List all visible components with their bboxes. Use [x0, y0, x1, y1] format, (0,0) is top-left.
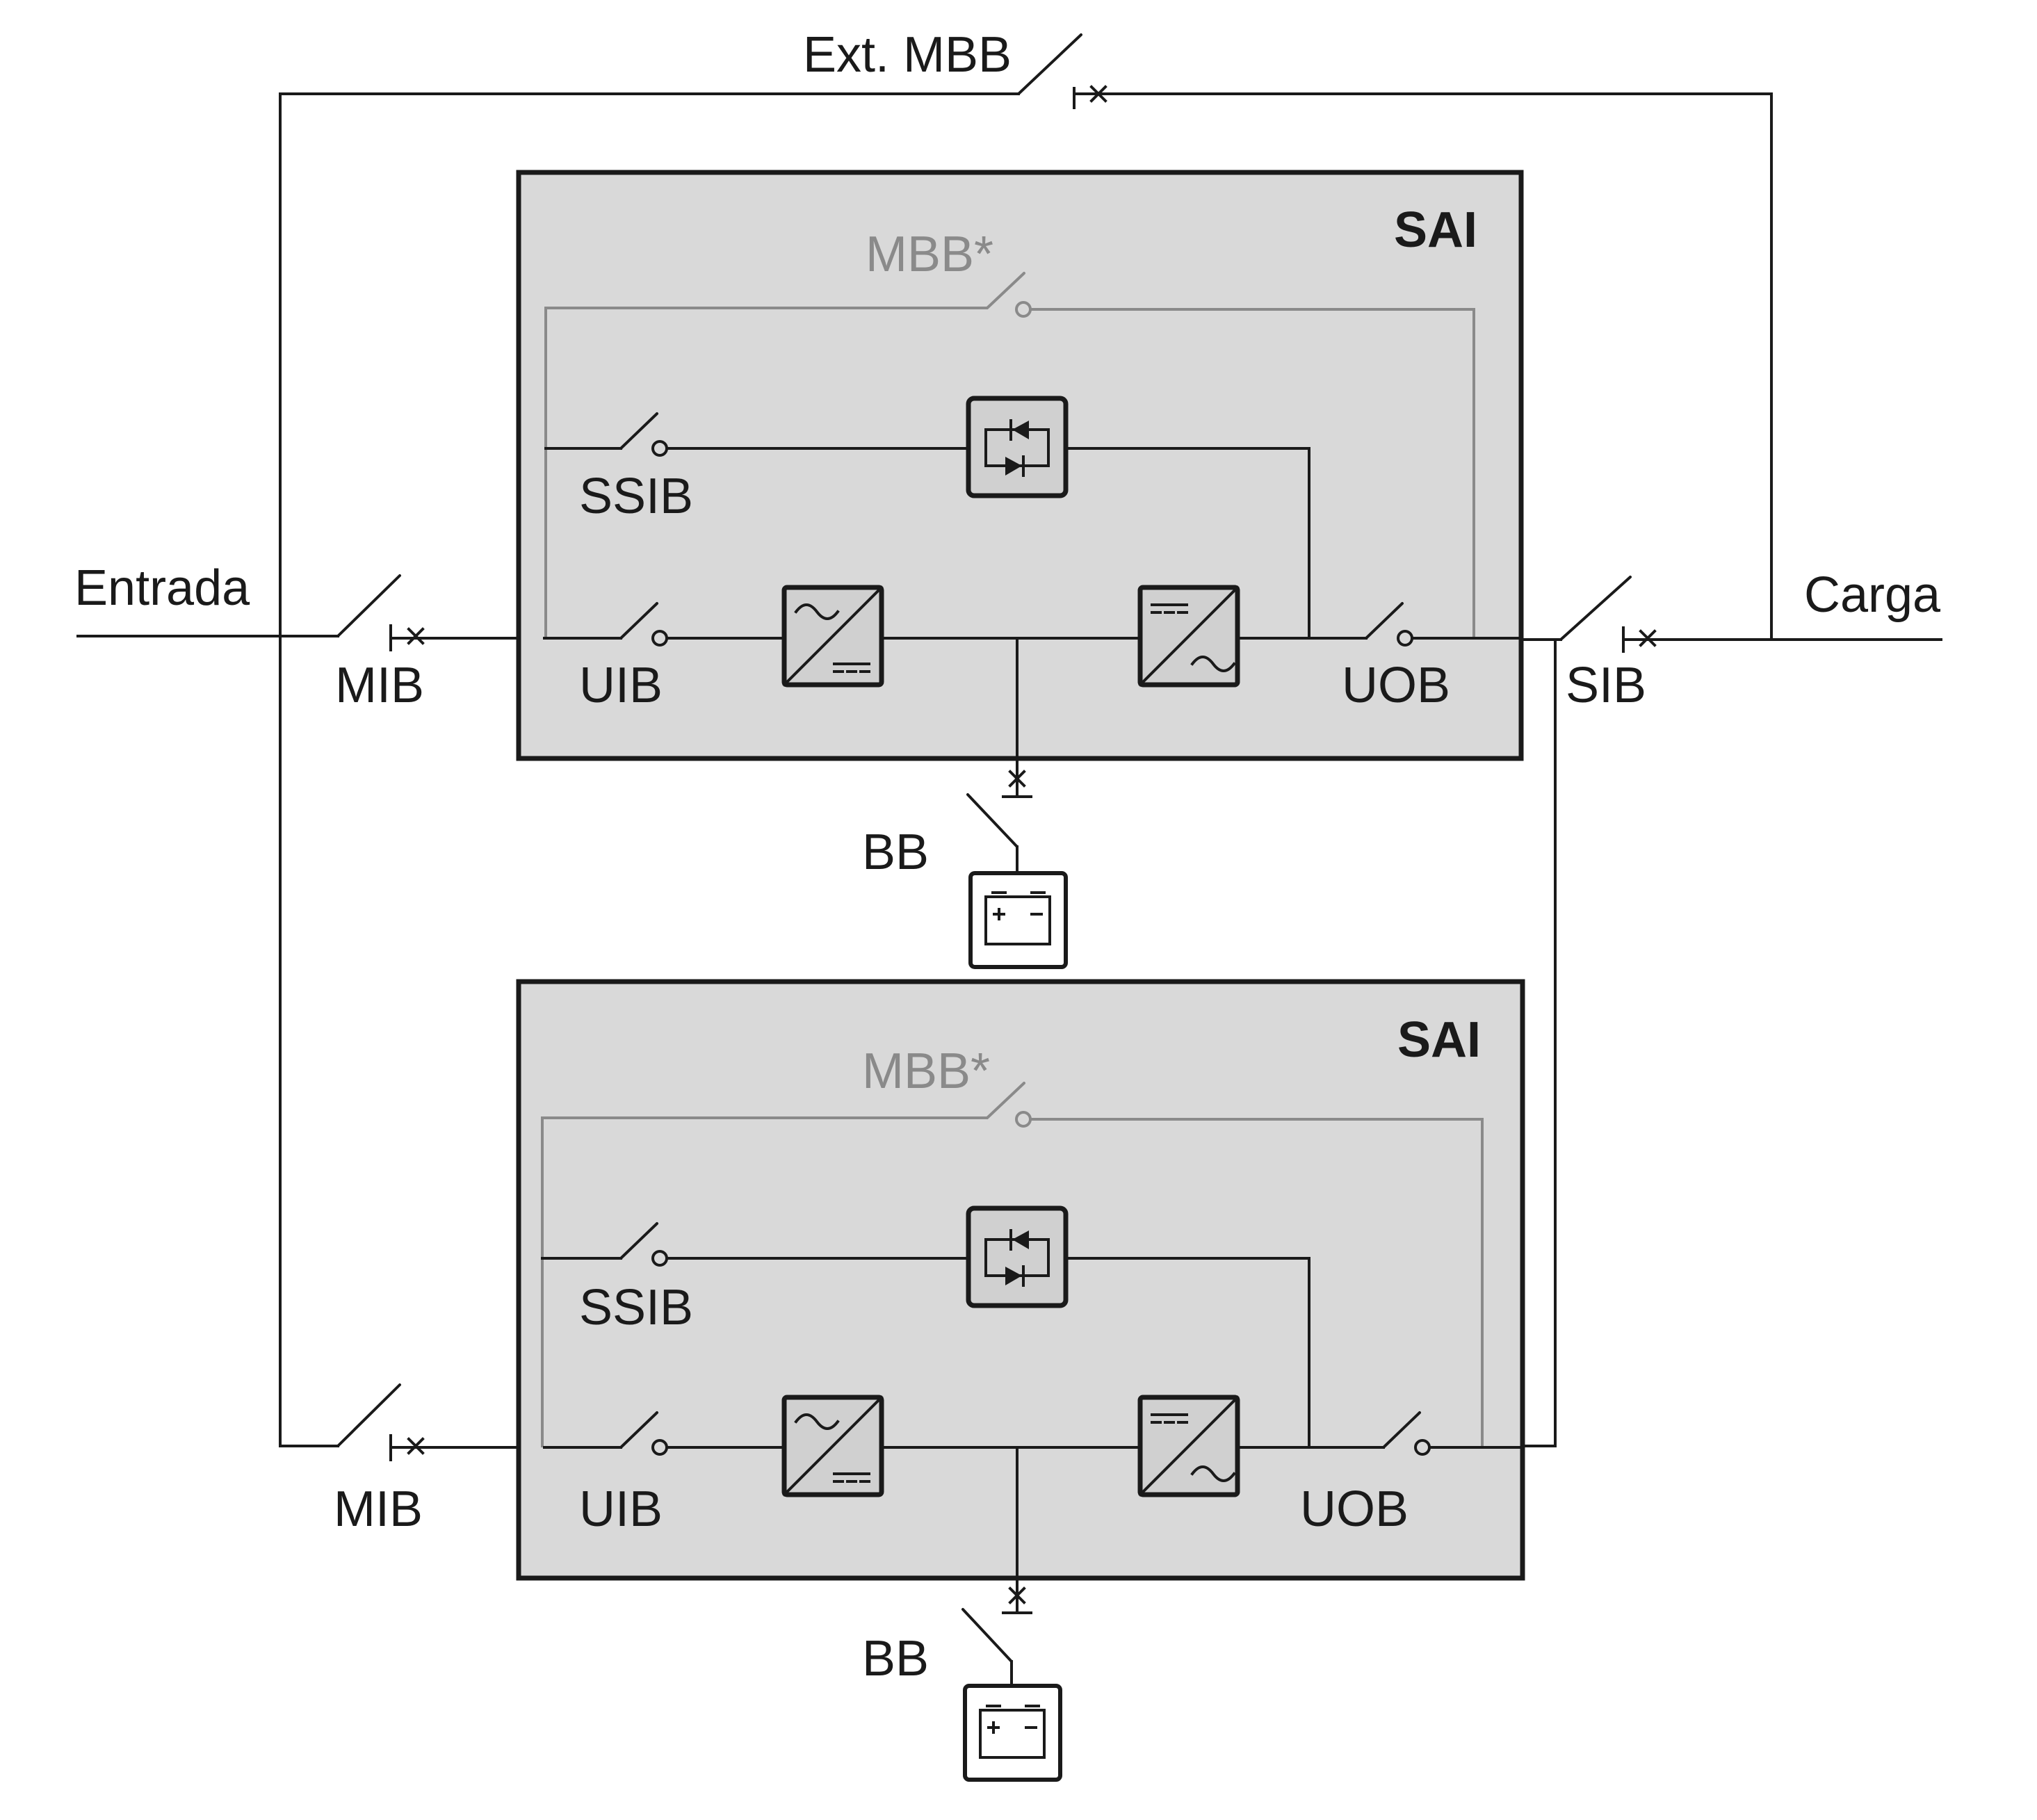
uob-label: UOB	[1342, 658, 1450, 713]
input-label: Entrada	[74, 560, 250, 616]
external-bypass-line	[279, 33, 1773, 1447]
mib-label-1: MIB	[335, 658, 424, 713]
battery-breaker-2	[961, 1586, 1032, 1687]
battery-breaker-1	[966, 770, 1032, 875]
ups-unit-1: SAI MBB* SSIB UIB	[516, 170, 1524, 798]
input-line-2	[279, 1383, 546, 1461]
bb-label-1: BB	[862, 824, 929, 880]
ssib-label: SSIB	[579, 1280, 693, 1335]
ups-title: SAI	[1394, 202, 1477, 258]
ssib-label: SSIB	[579, 469, 693, 524]
inverter-icon	[1137, 1395, 1240, 1497]
rectifier-icon	[781, 1395, 884, 1497]
ext-mbb-label: Ext. MBB	[803, 27, 1012, 83]
mib-label-2: MIB	[334, 1481, 423, 1537]
output-line	[1479, 576, 1942, 1447]
bb-label-2: BB	[862, 1631, 929, 1687]
static-switch-icon	[966, 1205, 1069, 1308]
ups-title: SAI	[1397, 1012, 1481, 1068]
ups-unit-2: SAI MBB* SSIB UIB	[516, 979, 1525, 1614]
uib-label: UIB	[579, 658, 663, 713]
battery-icon	[963, 1684, 1062, 1782]
mbb-label: MBB*	[866, 227, 993, 282]
inverter-icon	[1137, 585, 1240, 688]
static-switch-icon	[966, 396, 1069, 498]
uob-label: UOB	[1300, 1481, 1409, 1537]
battery-icon	[968, 871, 1068, 969]
mbb-label: MBB*	[862, 1043, 990, 1099]
load-label: Carga	[1804, 567, 1941, 623]
rectifier-icon	[781, 585, 884, 688]
uib-label: UIB	[579, 1481, 663, 1537]
sib-label: SIB	[1566, 658, 1646, 713]
